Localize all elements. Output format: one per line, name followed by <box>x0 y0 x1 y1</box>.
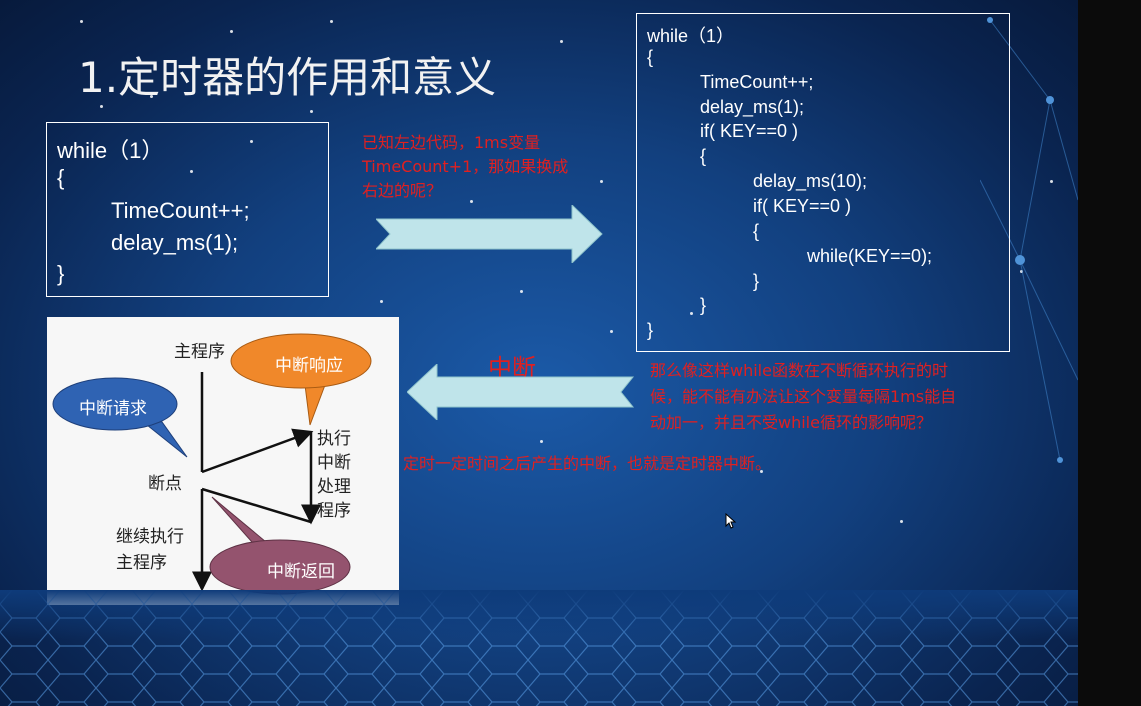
continue-text: 继续执行 <box>116 527 184 547</box>
interrupt-return-label: 中断返回 <box>267 562 335 582</box>
isr-text: 中断 <box>317 453 351 473</box>
breakpoint-label: 断点 <box>148 474 182 494</box>
code-line: delay_ms(1); <box>111 230 239 255</box>
isr-text: 执行 <box>317 429 351 449</box>
interrupt-diagram: 主程序 中断响应 中断请求 执行 中断 处理 程序 断点 继续执行 主程序 中断… <box>47 317 399 605</box>
diagram-lines <box>52 333 372 595</box>
network-decoration <box>980 17 1078 463</box>
code-line: while(KEY==0); <box>807 246 933 266</box>
code-line: while（1） <box>647 26 735 46</box>
slide-canvas: 1.定时器的作用和意义 while（1） { TimeCount++; dela… <box>0 0 1078 706</box>
note-top: 已知左边代码，1ms变量 TimeCount+1，那如果换成 右边的呢？ <box>362 131 622 203</box>
continue-main-label: 继续执行 主程序 <box>116 524 184 576</box>
note-line: 那么像这样while函数在不断循环执行的时 <box>650 361 948 380</box>
side-panel-strip <box>1078 0 1141 706</box>
code-line: if( KEY==0 ) <box>753 196 852 216</box>
code-line: { <box>753 221 760 241</box>
note-line: TimeCount+1，那如果换成 <box>362 157 569 176</box>
code-line: } <box>753 271 760 291</box>
code-line: delay_ms(10); <box>753 171 868 191</box>
right-arrow-icon <box>376 205 603 263</box>
left-arrow-icon <box>407 364 635 420</box>
continue-text: 主程序 <box>116 553 167 573</box>
interrupt-response-label: 中断响应 <box>275 356 343 376</box>
slide-title: 1.定时器的作用和意义 <box>78 53 497 102</box>
code-line: { <box>57 165 65 190</box>
isr-text: 处理 <box>317 477 351 497</box>
code-line: TimeCount++; <box>700 72 814 92</box>
note-right: 那么像这样while函数在不断循环执行的时 候，能不能有办法让这个变量每隔1ms… <box>650 358 1050 436</box>
note-line: 已知左边代码，1ms变量 <box>362 133 541 152</box>
note-bottom: 定时一定时间之后产生的中断，也就是定时器中断。 <box>403 454 772 473</box>
code-line: { <box>700 146 707 166</box>
execute-isr-label: 执行 中断 处理 程序 <box>317 427 351 523</box>
isr-text: 程序 <box>317 501 351 521</box>
hexagon-floor-decoration <box>0 590 1078 706</box>
code-box-left: while（1） { TimeCount++; delay_ms(1); } <box>46 122 329 297</box>
main-program-label: 主程序 <box>174 342 225 362</box>
mouse-pointer-icon <box>725 513 737 529</box>
code-line: TimeCount++; <box>111 198 250 223</box>
code-line: } <box>647 320 654 340</box>
code-box-right: while（1） { TimeCount++; delay_ms(1); if(… <box>636 13 1010 352</box>
code-line: { <box>647 47 654 67</box>
note-line: 右边的呢？ <box>362 181 443 200</box>
note-line: 候，能不能有办法让这个变量每隔1ms能自 <box>650 387 957 406</box>
code-line: } <box>57 261 65 286</box>
code-line: delay_ms(1); <box>700 97 805 117</box>
code-line: while（1） <box>57 138 164 163</box>
interrupt-request-label: 中断请求 <box>79 399 147 419</box>
code-line: if( KEY==0 ) <box>700 121 799 141</box>
note-line: 动加一，并且不受while循环的影响呢？ <box>650 413 932 432</box>
code-line: } <box>700 295 707 315</box>
